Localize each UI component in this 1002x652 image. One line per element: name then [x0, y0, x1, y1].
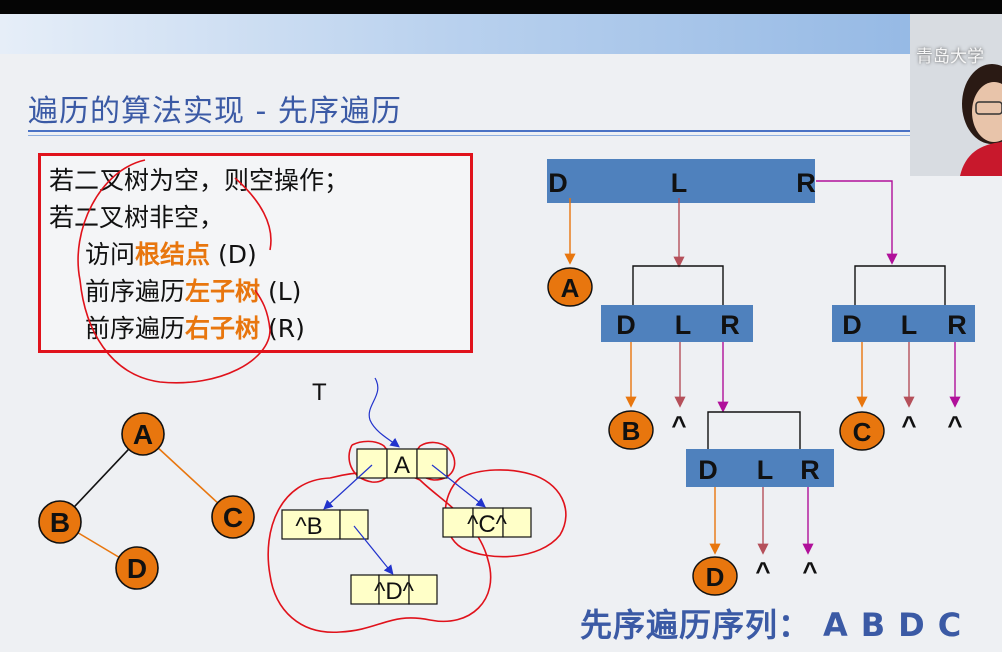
linked-list-tree: T A ^B ^C^ ^D^ [281, 377, 532, 605]
dlr-letter: D [842, 310, 862, 340]
dlr-bar-right [832, 305, 975, 342]
top-black-bar [0, 0, 1002, 14]
cell-left-value: ^B [295, 513, 322, 540]
step-highlight: 根结点 [135, 240, 211, 269]
visited-node-a: A [547, 267, 593, 307]
step-suffix: (D) [210, 240, 257, 269]
dlr-letter: D [548, 168, 568, 198]
tree-node-b: B [38, 500, 82, 544]
tree-node-label: D [127, 553, 147, 584]
tree-node-a: A [121, 412, 165, 456]
dlr-letter: R [720, 310, 740, 340]
cell-grandchild-value: ^D^ [374, 578, 415, 605]
dlr-letter: D [698, 455, 718, 485]
handwritten-annotations [77, 159, 567, 633]
dlr-bar-deep [686, 449, 834, 487]
root-pointer-label: T [312, 379, 327, 406]
dlr-letter: R [947, 310, 967, 340]
step-suffix: (R) [260, 314, 305, 343]
algorithm-step-right-subtree: 前序遍历右子树 (R) [49, 310, 470, 347]
presenter-figure [910, 14, 1002, 176]
slide-header-banner [0, 14, 1002, 54]
visited-label: D [706, 562, 725, 592]
slide-title: 遍历的算法实现 - 先序遍历 [28, 94, 402, 129]
step-prefix: 前序遍历 [85, 314, 186, 343]
tree-node-c: C [211, 495, 255, 539]
null-marker: ^ [671, 410, 686, 440]
binary-tree: A B C D [38, 412, 255, 590]
annotation-curve-box [77, 159, 272, 384]
dlr-bar-top [547, 159, 815, 203]
visited-label: C [853, 417, 872, 447]
null-marker: ^ [901, 410, 916, 440]
sequence-label: 先序遍历序列： [580, 606, 812, 644]
cell-right: ^C^ [442, 507, 532, 538]
dlr-letter: L [671, 168, 688, 198]
visited-node-c: C [839, 411, 885, 451]
null-marker: ^ [947, 410, 962, 440]
step-highlight: 右子树 [185, 314, 261, 343]
webcam-watermark: 青岛大学 [916, 47, 984, 67]
dlr-letter: L [757, 455, 774, 485]
cell-root-value: A [394, 452, 410, 479]
tree-node-label: C [223, 502, 243, 533]
root-pointer-arrow [368, 377, 400, 448]
algorithm-line-empty: 若二叉树为空，则空操作； [49, 166, 350, 195]
tree-node-d: D [115, 546, 159, 590]
null-marker: ^ [802, 556, 817, 586]
dlr-letter: L [675, 310, 692, 340]
dlr-letter: D [616, 310, 636, 340]
cell-right-value: ^C^ [467, 511, 508, 538]
step-prefix: 前序遍历 [85, 277, 186, 306]
dlr-bar-left [601, 305, 753, 342]
sequence-value: D [898, 606, 926, 644]
presenter-webcam: 青岛大学 [910, 14, 1002, 176]
sequence-value: C [937, 606, 963, 644]
title-underline-thin [28, 135, 910, 136]
dlr-letter: L [901, 310, 918, 340]
algorithm-step-left-subtree: 前序遍历左子树 (L) [49, 273, 470, 310]
annotation-curve-left-subtree [267, 471, 492, 633]
visited-node-b: B [608, 410, 654, 450]
step-suffix: (L) [260, 277, 302, 306]
link-right [431, 464, 486, 508]
dlr-diagram: D L R A D L R D L R B ^ [547, 159, 975, 596]
null-marker: ^ [755, 556, 770, 586]
title-underline [28, 130, 910, 132]
link-left [323, 464, 373, 510]
dlr-letter: R [800, 455, 820, 485]
visited-label: A [561, 273, 580, 303]
visited-label: B [622, 416, 641, 446]
algorithm-box: 若二叉树为空，则空操作； 若二叉树非空， 访问根结点 (D) 前序遍历左子树 (… [38, 153, 473, 353]
visited-node-d: D [692, 556, 738, 596]
sequence-value: B [860, 606, 887, 644]
cell-left: ^B [281, 509, 369, 540]
tree-node-label: A [133, 419, 153, 450]
step-prefix: 访问 [85, 240, 136, 269]
dlr-letter: R [796, 168, 816, 198]
tree-node-label: B [50, 507, 70, 538]
sequence-value: A [823, 606, 849, 644]
cell-grandchild: ^D^ [350, 574, 438, 605]
link-grandchild [353, 525, 394, 575]
algorithm-step-visit-root: 访问根结点 (D) [49, 236, 470, 273]
cell-root: A [356, 448, 448, 479]
algorithm-line-nonempty: 若二叉树非空， [49, 203, 225, 232]
step-highlight: 左子树 [185, 277, 261, 306]
